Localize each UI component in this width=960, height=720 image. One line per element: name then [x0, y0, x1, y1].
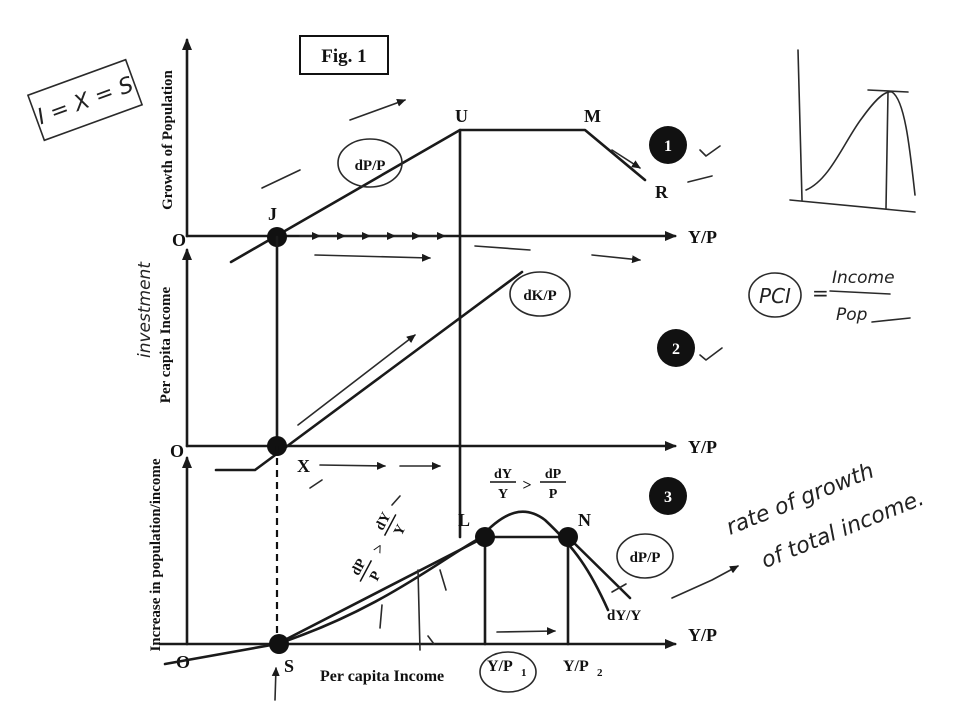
panel-number-1-badge — [649, 126, 687, 164]
panel2-y-label: Per capita Income — [158, 286, 174, 403]
investment-note: investment — [135, 261, 155, 358]
rate-growth-note: rate of growth of total income. — [723, 459, 928, 574]
point-l-label: L — [458, 510, 470, 530]
panel2-origin: O — [170, 441, 184, 461]
svg-text:P: P — [549, 487, 558, 502]
formula-box: I = X = S — [26, 58, 144, 142]
panel1-x-label: Y/P — [688, 227, 717, 247]
panel-number-3-badge — [649, 477, 687, 515]
svg-text:Income: Income — [832, 268, 895, 288]
svg-text:>: > — [370, 541, 389, 557]
panel1-curve-label-circle — [337, 138, 403, 188]
figure-title-box: Fig. 1 — [299, 35, 389, 75]
panel2-x-label: Y/P — [688, 437, 717, 457]
point-n-marker — [558, 527, 578, 547]
point-u-label: U — [455, 106, 468, 126]
svg-text:1: 1 — [521, 667, 527, 679]
inequality-top: dY Y > dP P — [490, 467, 566, 502]
svg-text:Pop: Pop — [836, 305, 868, 325]
figure-title: Fig. 1 — [321, 46, 366, 67]
svg-text:dY: dY — [494, 467, 512, 482]
svg-text:Y/P: Y/P — [487, 658, 513, 675]
point-r-label: R — [655, 182, 669, 202]
point-j-label: J — [268, 204, 277, 224]
svg-text:Y: Y — [391, 522, 409, 538]
svg-text:Y/P: Y/P — [563, 658, 589, 675]
pci-formula: PCI = Income Pop — [748, 268, 911, 325]
svg-text:dY: dY — [373, 510, 395, 533]
point-x-label: X — [297, 456, 310, 476]
panel1-dp-p-curve — [229, 128, 647, 264]
point-s-marker — [269, 634, 289, 654]
panel-number-3: 3 — [664, 489, 672, 506]
svg-text:2: 2 — [597, 667, 603, 679]
point-s-label: S — [284, 656, 294, 676]
point-n-label: N — [578, 510, 591, 530]
point-l-marker — [475, 527, 495, 547]
formula-i-x-s: I = X = S — [34, 72, 137, 130]
panel2-dk-p-curve — [214, 270, 524, 472]
panel3-dy-y-curve — [275, 510, 610, 646]
panel3-dp-p-label: dP/P — [630, 550, 661, 566]
panel-number-1: 1 — [664, 138, 672, 155]
panel-3: O Y/P Increase in population/income S L … — [148, 234, 717, 685]
panel1-curve-label: dP/P — [355, 158, 386, 174]
panel2-curve-label: dK/P — [523, 288, 556, 304]
svg-text:PCI: PCI — [759, 284, 791, 308]
rate-arrow — [671, 565, 739, 599]
svg-text:dP: dP — [545, 467, 562, 482]
tick-y-p2: Y/P 2 — [563, 658, 603, 679]
svg-text:Y: Y — [498, 487, 508, 502]
panel3-y-label: Increase in population/income — [148, 458, 164, 651]
svg-text:>: > — [522, 477, 531, 494]
panel-2: O Y/P Per capita Income X dK/P 2 — [158, 235, 717, 476]
panel3-bottom-label: Per capita Income — [320, 668, 444, 685]
panel2-curve-label-circle — [509, 271, 571, 317]
point-m-label: M — [584, 106, 601, 126]
panel3-dp-label-circle — [616, 533, 674, 579]
inset-sketch — [789, 49, 916, 213]
panel-number-2-badge — [657, 329, 695, 367]
panel-1: O Y/P Growth of Population J U M R dP/P … — [160, 38, 717, 264]
panel3-x-label: Y/P — [688, 625, 717, 645]
panel1-y-label: Growth of Population — [160, 69, 176, 209]
tick-y-p1: Y/P 1 — [487, 658, 527, 679]
panel-number-2: 2 — [672, 341, 680, 358]
panel1-origin: O — [172, 230, 186, 250]
svg-text:dP: dP — [349, 556, 370, 578]
svg-text:=: = — [812, 281, 829, 305]
panel3-dy-y-label: dY/Y — [607, 608, 641, 624]
svg-text:P: P — [367, 569, 384, 584]
